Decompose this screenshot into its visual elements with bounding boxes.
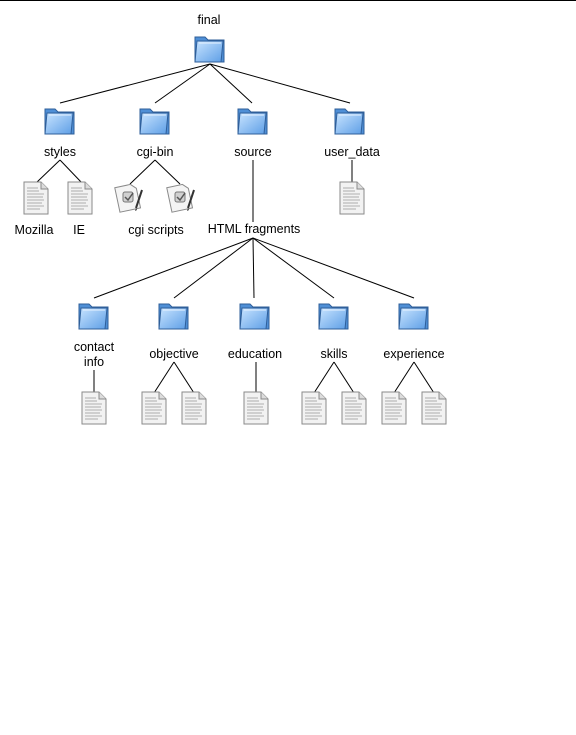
folder-styles-label: styles: [44, 145, 76, 159]
folder-final-label: final: [198, 13, 221, 27]
folder-skills-label: skills: [320, 347, 347, 361]
folder-source[interactable]: source: [234, 108, 272, 159]
document-icon[interactable]: [301, 391, 327, 425]
folder-icon: [194, 36, 225, 63]
edge-cgi-script-2: [154, 159, 181, 185]
folder-experience[interactable]: experience: [383, 303, 445, 361]
document-icon[interactable]: [243, 391, 269, 425]
folder-icon: [44, 108, 75, 135]
edge-experience-doc-2: [413, 361, 435, 394]
edge-final-source: [209, 63, 253, 104]
edge-skills-doc-1: [313, 361, 335, 394]
folder-icon: [239, 303, 270, 330]
html-fragments-label: HTML fragments: [208, 222, 301, 236]
folder-contact-info-label-line2: info: [84, 355, 104, 369]
folder-final[interactable]: final: [194, 13, 225, 63]
folder-icon: [318, 303, 349, 330]
edge-styles-mozilla: [35, 159, 61, 184]
file-user-data-doc[interactable]: [339, 181, 365, 215]
document-icon: [67, 181, 93, 215]
folder-objective[interactable]: objective: [149, 303, 199, 361]
file-cgi-scripts[interactable]: cgi scripts: [113, 182, 195, 237]
folder-source-label: source: [234, 145, 272, 159]
document-icon: [339, 181, 365, 215]
edge-fragments-objective: [173, 237, 254, 299]
edge-skills-doc-2: [333, 361, 355, 394]
folder-user-data-label: user_data: [324, 145, 380, 159]
folder-user-data[interactable]: user_data: [324, 108, 380, 159]
document-icon: [23, 181, 49, 215]
folder-styles[interactable]: styles: [44, 108, 76, 159]
script-icon: [165, 182, 195, 214]
edge-styles-ie: [59, 159, 83, 184]
edge-fragments-contact: [93, 237, 254, 299]
folder-contact-info-label-line1: contact: [74, 340, 115, 354]
document-icon[interactable]: [421, 391, 447, 425]
folder-icon: [237, 108, 268, 135]
file-mozilla-label: Mozilla: [15, 223, 54, 237]
script-icon: [113, 182, 143, 214]
folder-experience-label: experience: [383, 347, 444, 361]
folder-icon: [334, 108, 365, 135]
document-icon[interactable]: [81, 391, 107, 425]
edge-objective-doc-1: [153, 361, 175, 394]
file-ie-label: IE: [73, 223, 85, 237]
edge-fragments-skills: [252, 237, 335, 299]
document-icon[interactable]: [141, 391, 167, 425]
folder-icon: [158, 303, 189, 330]
edge-fragments-education: [252, 237, 255, 299]
edge-cgi-script-1: [129, 159, 156, 185]
file-mozilla[interactable]: Mozilla: [15, 181, 54, 237]
fragment-documents: [81, 391, 447, 425]
edge-experience-doc-1: [393, 361, 415, 394]
file-cgi-scripts-label: cgi scripts: [128, 223, 184, 237]
top-rule: [0, 0, 576, 1]
folder-icon: [139, 108, 170, 135]
folder-objective-label: objective: [149, 347, 198, 361]
connector-lines: [35, 63, 435, 394]
edge-fragments-experience: [252, 237, 415, 299]
folder-icon: [398, 303, 429, 330]
document-icon[interactable]: [341, 391, 367, 425]
folder-education[interactable]: education: [228, 303, 282, 361]
folder-cgi-bin-label: cgi-bin: [137, 145, 174, 159]
folder-cgi-bin[interactable]: cgi-bin: [137, 108, 174, 159]
document-icon[interactable]: [381, 391, 407, 425]
folder-icon: [78, 303, 109, 330]
folder-contact-info[interactable]: contact info: [74, 303, 115, 369]
document-icon[interactable]: [181, 391, 207, 425]
edge-final-styles: [59, 63, 211, 104]
edge-final-user-data: [209, 63, 351, 104]
edge-objective-doc-2: [173, 361, 195, 394]
file-ie[interactable]: IE: [67, 181, 93, 237]
folder-education-label: education: [228, 347, 282, 361]
edge-final-cgi-bin: [154, 63, 211, 104]
folder-skills[interactable]: skills: [318, 303, 349, 361]
